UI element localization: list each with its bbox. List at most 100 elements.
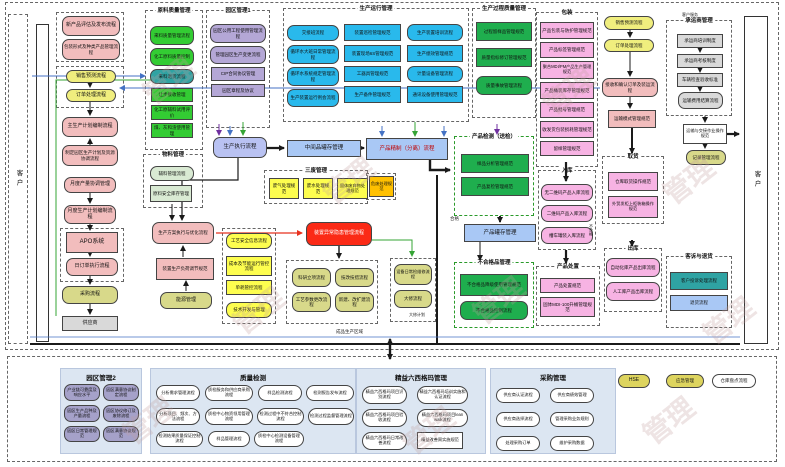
flow-node: 运输与交接作业操作规范 bbox=[683, 124, 727, 144]
flow-node: 应急管理 bbox=[666, 374, 704, 388]
flow-node: 通讯设备使用管理规范 bbox=[407, 86, 463, 103]
flow-node: 计量设备管理流程 bbox=[407, 66, 463, 82]
flow-node: 装置现场6S管理规范 bbox=[344, 45, 401, 62]
flow-node: 成本及节能运行管控流程 bbox=[226, 256, 272, 276]
flow-node: 供应商绩效管理 bbox=[550, 388, 594, 403]
flow-node: 退货流程 bbox=[670, 295, 728, 311]
flow-node: 处理采购订单 bbox=[496, 436, 540, 451]
section-complaints-returns: 客诉与退货 bbox=[666, 252, 732, 328]
flow-node: 仓库取货操作规范 bbox=[608, 172, 658, 191]
flow-node: 中间品罐存管理 bbox=[287, 140, 361, 157]
section-production-ops: 生产运行管理 bbox=[283, 4, 469, 122]
flow-node: 精益改善周实施规范 bbox=[417, 432, 463, 449]
flow-node: 车辆检查验收标准 bbox=[677, 73, 723, 87]
flow-node: 质检服务和供应商采购流程 bbox=[205, 385, 253, 401]
flow-node: 不合格品降级使用管理规范 bbox=[460, 274, 528, 296]
flow-node: 精益六西格玛培训实施和认证流程 bbox=[417, 386, 468, 404]
flow-node: 外贸发柜上柜装箱操作规范 bbox=[608, 196, 658, 218]
flow-node: 采购流程 bbox=[62, 286, 118, 304]
diagram-label: 合格 bbox=[450, 216, 459, 221]
flow-node: 检测过程监督管理流程 bbox=[308, 408, 354, 425]
flow-node: HSE bbox=[618, 374, 650, 388]
flow-node: 来料退货流程 bbox=[150, 69, 194, 84]
section-disposal: 产品处置 bbox=[536, 262, 600, 326]
panel-quality-testing-title: 质量检测 bbox=[240, 375, 266, 382]
flow-node: 园区满意协议制定流程 bbox=[103, 384, 139, 401]
flow-node: 自动化库产品出库流程 bbox=[606, 258, 660, 277]
flow-node: 大修流程 bbox=[394, 290, 432, 308]
flow-node: 生产装置运行例会流程 bbox=[287, 89, 339, 107]
flow-node: 分析项目、频次、方法流程 bbox=[156, 408, 200, 425]
flow-node: 留样管理规范 bbox=[540, 141, 594, 156]
flow-node: CIP合同协议管理 bbox=[211, 67, 265, 81]
flow-node: 生产执行流程 bbox=[213, 137, 267, 158]
flow-node: 产品精制（分离）流程 bbox=[366, 138, 448, 160]
section-carrier-mgmt-title: 承运商管理 bbox=[683, 16, 715, 24]
flow-node: 装置异常隐患管理流程 bbox=[306, 222, 372, 246]
flow-node: 固体废弃物处理规范 bbox=[337, 178, 368, 199]
section-process-quality: 生产过程质量管理 bbox=[472, 4, 536, 118]
flow-node: 订单处理流程 bbox=[604, 39, 654, 52]
section-carrier-mgmt: 承运商管理 bbox=[666, 16, 732, 116]
flow-node: 技术开发与管理 bbox=[226, 302, 272, 318]
flow-node: 生产装置培训流程 bbox=[407, 24, 463, 41]
section-product-testing-title: 产品检测（送检） bbox=[469, 132, 519, 140]
flow-node: 精益六西格玛日常改善流程 bbox=[362, 432, 407, 450]
flow-node: 承运商培训制度 bbox=[677, 34, 723, 48]
flow-node: 化工原辅料试用评价 bbox=[151, 105, 193, 120]
flow-node: 过程留样品管理规范 bbox=[476, 22, 532, 41]
flow-node: 管理园区生产变更流程 bbox=[210, 46, 266, 64]
flow-node: 承运商考核制度 bbox=[677, 54, 723, 68]
flow-node: 精益六西格玛项目识别流程 bbox=[362, 386, 407, 404]
flow-node: 技改技措流程 bbox=[335, 268, 374, 287]
flow-node: APO系统 bbox=[66, 232, 118, 253]
section-raw-material-quality-title: 原料质量管理 bbox=[155, 6, 193, 14]
flow-node: 辅料管理流程 bbox=[150, 166, 194, 181]
customer-lane-left-label: 客户 bbox=[15, 169, 22, 189]
flow-node: 让步接收管理 bbox=[151, 88, 193, 102]
section-product-testing: 产品检测（送检） bbox=[454, 132, 534, 216]
section-process-quality-title: 生产过程质量管理 bbox=[479, 4, 529, 12]
flow-node: 园区满意协议规范 bbox=[103, 426, 139, 442]
flow-node: 供应商 bbox=[62, 316, 118, 331]
flow-node: 聚合MDI/PM产品生产管理规范 bbox=[540, 61, 594, 79]
flow-node: 质量事故管理流程 bbox=[476, 76, 532, 95]
flow-node: 新产品评估及发布流程 bbox=[62, 16, 120, 36]
section-disposal-title: 产品处置 bbox=[554, 262, 582, 270]
sales-lane bbox=[36, 24, 49, 342]
section-nonconforming-title: 不合格品管理 bbox=[475, 258, 513, 266]
flow-node: 质检中心物资领用管理流程 bbox=[205, 408, 253, 425]
flow-node: 循环水大班日常管理流程 bbox=[287, 45, 339, 64]
panel-park-mgmt-2-title: 园区管理2 bbox=[86, 375, 116, 382]
section-inbound-title: 入库 bbox=[559, 166, 575, 174]
flow-node: 园区章程及协议 bbox=[211, 84, 265, 97]
flow-node: 工艺参数更改流程 bbox=[292, 292, 331, 312]
section-production-ops-title: 生产运行管理 bbox=[357, 4, 395, 12]
customer-lane-right: 客户 bbox=[744, 16, 768, 344]
flow-node: 收发货包装损耗管理规范 bbox=[540, 121, 594, 138]
flow-node: 包装形式及种类产品管理流程 bbox=[62, 39, 120, 60]
flow-node: 订单处理流程 bbox=[66, 89, 116, 102]
flow-node: 样品分析管理规范 bbox=[461, 154, 529, 173]
section-packaging-title: 包装 bbox=[559, 8, 575, 16]
flow-node: 科研立项流程 bbox=[292, 268, 331, 287]
flow-node: 煤、灰和渣使用管理 bbox=[151, 123, 193, 138]
flow-node: 分析需求管理流程 bbox=[156, 385, 200, 401]
section-complaints-returns-title: 客诉与退货 bbox=[683, 252, 715, 260]
flow-node: 销售预测流程 bbox=[66, 70, 116, 83]
flow-node: 客户投诉处理流程 bbox=[670, 272, 728, 290]
diagram-label: 大修计划 bbox=[409, 312, 425, 317]
flow-node: 槽车罐装入库流程 bbox=[541, 227, 593, 244]
group-research bbox=[286, 260, 378, 324]
flow-node: 维护采购数据 bbox=[550, 436, 594, 451]
customer-lane-left: 客户 bbox=[8, 14, 28, 344]
flow-node: 月度产量协调管理 bbox=[64, 177, 116, 193]
flow-node: 产品处置规范 bbox=[540, 278, 595, 293]
flow-node: 不合格品控制流程 bbox=[460, 301, 528, 320]
group-equipment bbox=[390, 258, 436, 322]
flow-node: 交接班流程 bbox=[287, 25, 339, 41]
flow-node: 园区日常管理规范 bbox=[64, 426, 100, 442]
flow-node: 产品桶装库存管理规范 bbox=[540, 82, 594, 99]
flow-node: 检测结果质量保证控制流程 bbox=[156, 431, 203, 447]
flow-node: 制定园区生产计划及资源协调流程 bbox=[62, 145, 118, 166]
